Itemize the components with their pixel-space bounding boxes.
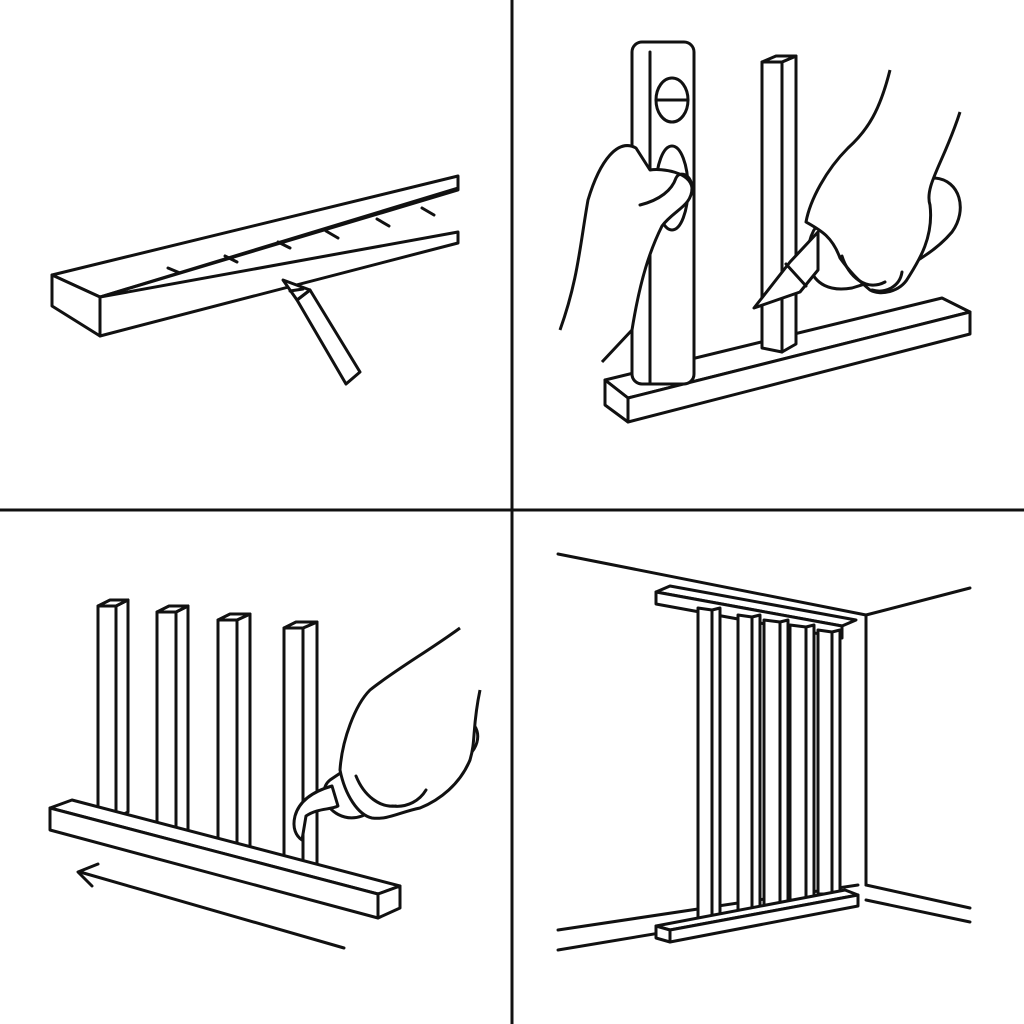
slat-top bbox=[96, 598, 130, 608]
slat-side bbox=[174, 604, 190, 838]
slat-3 bbox=[216, 612, 252, 858]
mark-1 bbox=[166, 266, 182, 275]
bottom-rail-face bbox=[668, 893, 860, 944]
mark-6 bbox=[420, 206, 436, 217]
glue-nozzle bbox=[292, 784, 340, 842]
panel-2-level-and-glue bbox=[558, 40, 972, 424]
base-rail bbox=[48, 798, 402, 920]
slat-top bbox=[282, 620, 319, 630]
slat-side bbox=[301, 620, 319, 874]
rail-front bbox=[48, 806, 380, 920]
floor-right-top bbox=[864, 883, 972, 910]
slats-row bbox=[96, 598, 319, 874]
slat bbox=[788, 623, 816, 902]
ceiling-right bbox=[864, 586, 972, 617]
slat-top bbox=[155, 604, 190, 614]
pencil-body bbox=[295, 288, 362, 386]
hand-shape bbox=[338, 626, 482, 820]
pencil-icon bbox=[281, 278, 362, 386]
panel-4-installed-panel bbox=[556, 552, 972, 952]
rail-long-face bbox=[626, 310, 972, 424]
panel-1-mark-board bbox=[50, 174, 460, 386]
mark-4 bbox=[324, 229, 340, 240]
slat-top bbox=[216, 612, 252, 622]
left-thumb bbox=[638, 172, 694, 207]
slat bbox=[696, 606, 722, 920]
vertical-slat bbox=[760, 54, 798, 354]
glue-nozzle bbox=[752, 230, 820, 310]
slat-1 bbox=[96, 598, 130, 820]
left-hand bbox=[558, 144, 694, 364]
slat bbox=[736, 613, 762, 914]
slat-front bbox=[155, 610, 178, 838]
ceiling-line bbox=[556, 552, 868, 617]
slat-front bbox=[216, 618, 239, 858]
panel-3-glue-slats bbox=[48, 598, 482, 950]
slat-front bbox=[96, 604, 118, 820]
pencil-marks bbox=[166, 206, 436, 275]
floor-right-bottom bbox=[864, 898, 972, 924]
bottom-rail bbox=[654, 888, 860, 944]
mark-5 bbox=[375, 217, 391, 228]
rail-end bbox=[376, 884, 402, 920]
arrow-head bbox=[76, 862, 100, 888]
arrow-left-icon bbox=[76, 862, 346, 950]
slat-2 bbox=[155, 604, 190, 838]
right-fingers bbox=[840, 254, 904, 293]
slat-side bbox=[235, 612, 252, 858]
right-hand bbox=[338, 626, 482, 820]
mark-2 bbox=[223, 254, 239, 264]
hand-fingers bbox=[354, 774, 428, 808]
nozzle-ring bbox=[784, 262, 808, 288]
right-hand bbox=[804, 69, 962, 295]
slat-group bbox=[696, 606, 842, 920]
slat-front bbox=[760, 60, 784, 354]
board bbox=[50, 174, 460, 338]
pencil-tip-line bbox=[288, 287, 305, 293]
slat-top bbox=[760, 54, 798, 64]
slat bbox=[816, 628, 842, 896]
arrow-shaft bbox=[78, 870, 346, 950]
slat-side bbox=[780, 54, 798, 354]
board-long-face bbox=[98, 230, 460, 338]
bottom-rail-front bbox=[654, 924, 672, 944]
slat bbox=[762, 618, 790, 908]
mark-3 bbox=[276, 240, 292, 250]
slat-side bbox=[114, 598, 130, 820]
left-hand-shape bbox=[558, 144, 694, 364]
